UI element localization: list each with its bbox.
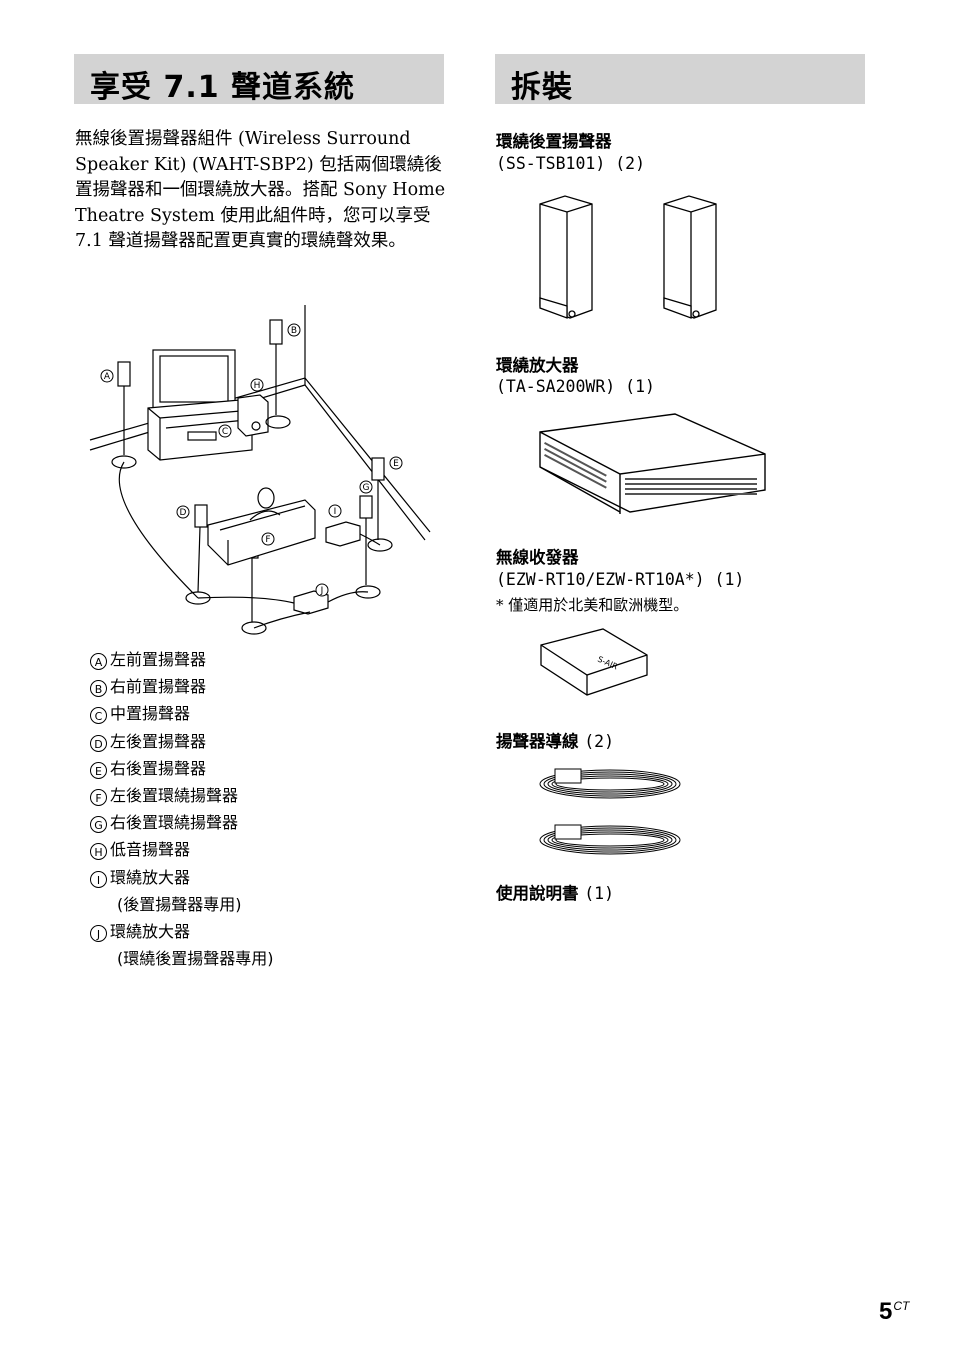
svg-text:I: I	[334, 507, 337, 517]
svg-text:G: G	[363, 483, 370, 493]
intro-paragraph: 無線後置揚聲器組件 (Wireless Surround Speaker Kit…	[75, 129, 446, 252]
svg-text:F: F	[265, 535, 270, 545]
item-model-transceiver: (EZW-RT10/EZW-RT10A*) (1)	[496, 570, 745, 589]
transceiver-illustration: S-AIR	[540, 628, 648, 696]
manual-qty: (1)	[584, 884, 615, 903]
item-title-rear-speaker: 環繞後置揚聲器	[496, 132, 612, 151]
diagram-label-c: C	[218, 424, 232, 438]
page-title: 享受 7.1 聲道系統	[90, 70, 356, 105]
svg-text:H: H	[254, 381, 261, 391]
svg-text:E: E	[393, 459, 399, 469]
svg-text:C: C	[222, 427, 228, 437]
svg-text:D: D	[180, 508, 187, 518]
section-title-unpacking: 拆裝	[511, 70, 573, 105]
item-title-manual: 使用說明書 (1)	[496, 884, 615, 903]
diagram-label-i: I	[328, 504, 342, 518]
svg-text:A: A	[104, 372, 111, 382]
speaker-cords-illustration	[539, 768, 681, 855]
section-header-71: 享受 7.1 聲道系統	[74, 54, 444, 105]
diagram-label-a: A	[100, 369, 114, 383]
amplifier-illustration	[539, 413, 766, 514]
svg-text:B: B	[291, 326, 297, 336]
item-title-amplifier: 環繞放大器	[496, 356, 579, 375]
diagram-label-e: E	[389, 456, 403, 470]
diagram-label-g: G	[359, 480, 373, 494]
page-number: 5CT	[879, 1298, 910, 1325]
diagram-label-d: D	[176, 505, 190, 519]
transceiver-region-note: * 僅適用於北美和歐洲機型。	[496, 596, 689, 614]
speaker-cord-qty: (2)	[584, 732, 615, 751]
rear-speakers-illustration	[539, 195, 717, 319]
diagram-label-b: B	[287, 323, 301, 337]
section-header-unpacking: 拆裝	[495, 54, 865, 105]
item-model-rear-speaker: (SS-TSB101) (2)	[496, 154, 646, 173]
diagram-label-j: J	[315, 583, 329, 597]
svg-text:J: J	[320, 586, 324, 596]
diagram-label-f: F	[261, 532, 275, 546]
legend-item-note: (後置揚聲器專用)	[117, 894, 242, 914]
page-number-suffix: CT	[893, 1299, 910, 1313]
item-model-amplifier: (TA-SA200WR) (1)	[496, 377, 655, 396]
speaker-layout-diagram: A B C D E F G H I J	[89, 305, 431, 635]
item-title-speaker-cord: 揚聲器導線 (2)	[496, 732, 615, 751]
diagram-label-h: H	[250, 378, 264, 392]
legend-item-note: (環繞後置揚聲器專用)	[117, 949, 274, 969]
item-title-transceiver: 無線收發器	[496, 548, 579, 567]
